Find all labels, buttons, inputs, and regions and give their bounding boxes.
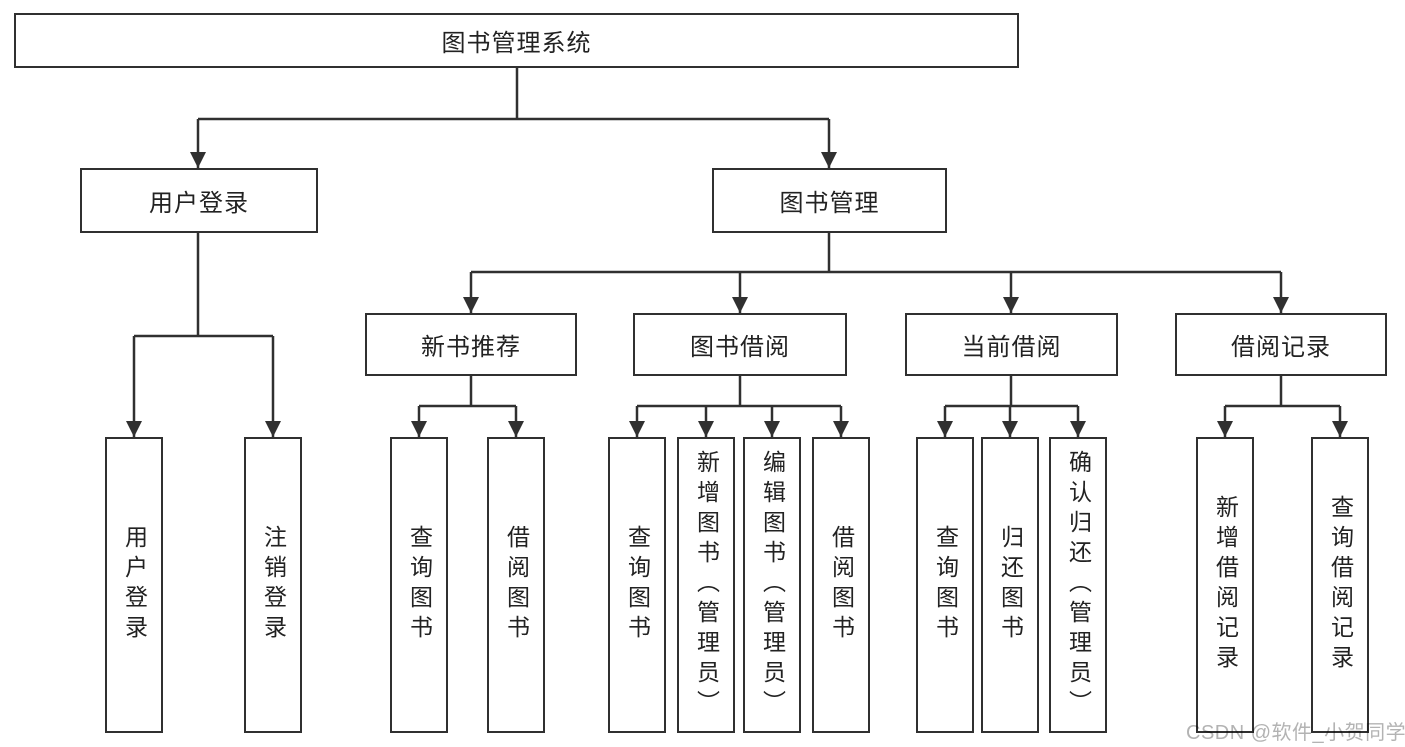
- node-book-borrow: 图书借阅: [633, 313, 847, 376]
- leaf-borrow-books: 借阅图书: [812, 437, 870, 733]
- leaf-label: 查询借阅记录: [1327, 495, 1354, 675]
- node-label: 图书管理: [779, 190, 880, 217]
- leaf-query-books-recommend: 查询图书: [390, 437, 448, 733]
- leaf-confirm-return-admin: 确认归还（管理员）: [1049, 437, 1107, 733]
- node-user-login: 用户登录: [80, 168, 318, 233]
- leaf-label: 归还图书: [997, 525, 1024, 645]
- node-label: 用户登录: [149, 190, 249, 217]
- leaf-label: 借阅图书: [503, 525, 530, 645]
- leaf-query-books-borrow: 查询图书: [608, 437, 666, 733]
- leaf-label: 查询图书: [932, 525, 959, 645]
- node-label: 图书管理系统: [441, 30, 592, 57]
- node-label: 新书推荐: [421, 334, 521, 361]
- leaf-query-borrow-record: 查询借阅记录: [1311, 437, 1369, 733]
- csdn-watermark: CSDN @软件_小贺同学: [1186, 722, 1405, 744]
- node-new-book-recommend: 新书推荐: [365, 313, 577, 376]
- node-library-management-system: 图书管理系统: [14, 13, 1019, 68]
- leaf-user-login: 用户登录: [105, 437, 163, 733]
- node-label: 当前借阅: [961, 334, 1062, 361]
- leaf-borrow-books-recommend: 借阅图书: [487, 437, 545, 733]
- node-label: 借阅记录: [1231, 334, 1331, 361]
- leaf-label: 用户登录: [121, 525, 148, 645]
- leaf-return-book: 归还图书: [981, 437, 1039, 733]
- node-current-borrow: 当前借阅: [905, 313, 1118, 376]
- leaf-add-book-admin: 新增图书（管理员）: [677, 437, 735, 733]
- leaf-label: 查询图书: [624, 525, 651, 645]
- leaf-add-borrow-record: 新增借阅记录: [1196, 437, 1254, 733]
- node-borrow-records: 借阅记录: [1175, 313, 1387, 376]
- leaf-label: 查询图书: [406, 525, 433, 645]
- node-label: 图书借阅: [690, 334, 790, 361]
- node-book-management: 图书管理: [712, 168, 947, 233]
- leaf-label: 注销登录: [260, 525, 287, 645]
- leaf-label: 新增图书（管理员）: [693, 450, 720, 720]
- leaf-label: 编辑图书（管理员）: [759, 450, 786, 720]
- leaf-label: 确认归还（管理员）: [1065, 450, 1092, 720]
- leaf-edit-book-admin: 编辑图书（管理员）: [743, 437, 801, 733]
- leaf-logout: 注销登录: [244, 437, 302, 733]
- leaf-label: 借阅图书: [828, 525, 855, 645]
- leaf-label: 新增借阅记录: [1212, 495, 1239, 675]
- leaf-query-books-current: 查询图书: [916, 437, 974, 733]
